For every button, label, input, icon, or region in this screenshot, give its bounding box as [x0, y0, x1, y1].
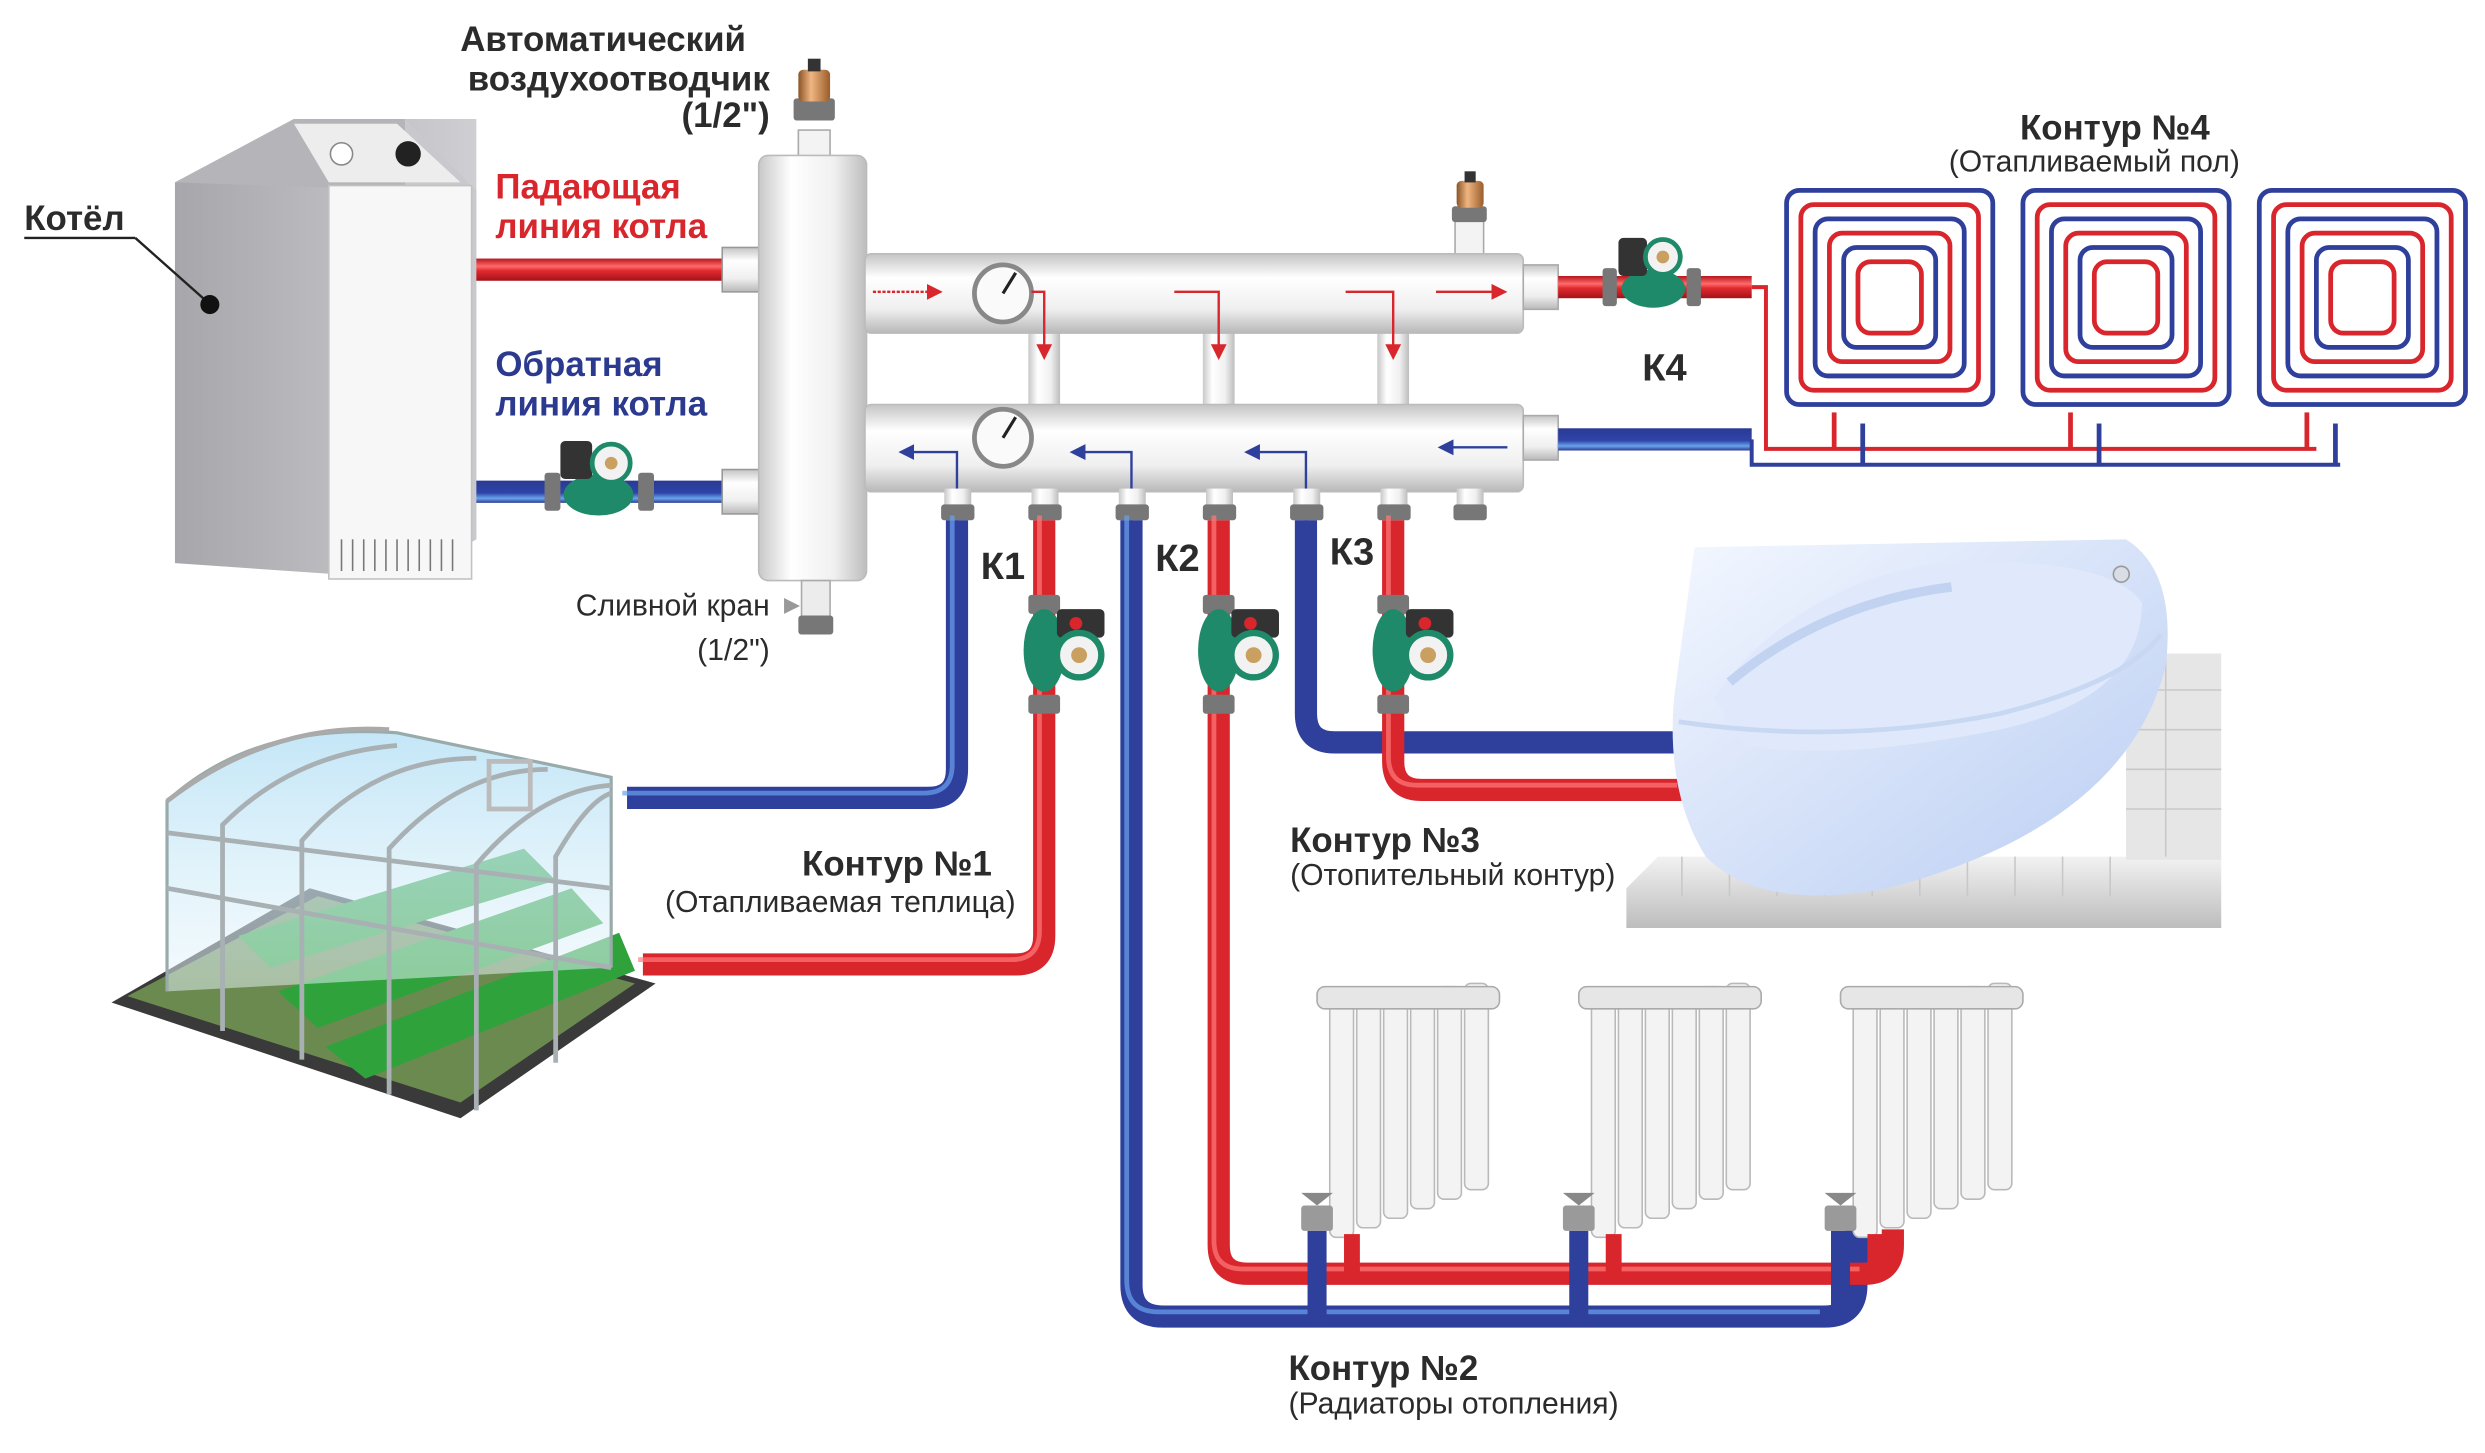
pump-label-k4: К4: [1642, 348, 1686, 390]
radiator-valve-icon: [1301, 1205, 1333, 1231]
circuit-4-subtitle: (Отапливаемый пол): [1949, 145, 2240, 178]
k4-return-pipe: [1558, 428, 1752, 451]
drain-valve-size: (1/2"): [697, 634, 770, 667]
k1-return-pipe: [627, 520, 969, 809]
boiler-return-pump: [544, 440, 655, 516]
pipe-highlight: [1211, 515, 1860, 1272]
pump-label-k3: К3: [1330, 532, 1374, 574]
drain-valve: [784, 579, 834, 635]
floor-coil-2: [2020, 187, 2232, 465]
supply-flow-arrows: [872, 283, 1508, 361]
radiator-3: [1824, 982, 2024, 1317]
pipe-highlight: [638, 515, 1042, 963]
pipe-fitting: [721, 468, 763, 515]
radiator-valve-icon: [1562, 1205, 1595, 1231]
radiators: [1301, 982, 2024, 1317]
floor-return-header: [1749, 439, 2341, 467]
floor-coil-1: [1784, 187, 1996, 465]
supply-manifold: [864, 253, 1525, 334]
boiler-callout: Котёл: [24, 199, 220, 315]
boiler-gauge-icon: [329, 141, 354, 166]
drain-valve-label: Сливной кран: [576, 589, 770, 622]
circuit-4-title: Контур №4: [2020, 109, 2210, 148]
k1-supply-pipe: [642, 520, 1056, 976]
radiator-1: [1301, 982, 1501, 1317]
circuit-2-title: Контур №2: [1289, 1349, 1479, 1388]
air-vent-label-1: Автоматический: [460, 20, 746, 59]
radiator-valve-icon: [1824, 1205, 1857, 1231]
manifold-air-vent: [1451, 171, 1487, 260]
k2-supply-pipe: [1207, 520, 1904, 1285]
supply-line-label-2: линия котла: [495, 207, 707, 246]
manifold-outlets: [944, 488, 1484, 508]
pipe-fitting: [1522, 264, 1559, 311]
return-thermometer-gauge: [972, 406, 1034, 469]
radiator-2: [1562, 982, 1762, 1317]
circuit-3-title: Контур №3: [1290, 821, 1480, 860]
k3-return-pipe: [1294, 520, 1682, 754]
floor-supply-header: [1751, 285, 2317, 451]
return-line-label-2: линия котла: [495, 385, 707, 424]
hydraulic-separator: [757, 154, 868, 582]
pipe-fitting: [721, 246, 763, 293]
pump-label-k1: К1: [981, 546, 1025, 588]
pump-k3: [1372, 594, 1454, 714]
return-manifold: [864, 403, 1525, 493]
k2-return-pipe: [1120, 520, 1868, 1328]
pipe-highlight: [1124, 515, 1820, 1315]
supply-line-label-1: Падающая: [495, 167, 680, 206]
air-vent-size: (1/2"): [682, 96, 770, 135]
air-vent-top: [793, 58, 835, 166]
boiler-knob-icon: [395, 141, 421, 167]
floor-coil-3: [2256, 187, 2468, 465]
greenhouse: [111, 726, 656, 1119]
corner-bathtub: [1672, 539, 2168, 896]
circuit-1-subtitle: (Отапливаемая теплица): [665, 886, 1016, 919]
return-line-label-1: Обратная: [495, 345, 662, 384]
boiler-label: Котёл: [24, 199, 124, 238]
air-vent-label-2: воздухоотводчик: [468, 59, 771, 98]
circuit-2-subtitle: (Радиаторы отопления): [1289, 1387, 1619, 1420]
underfloor-heating-coils: [1749, 187, 2468, 467]
pump-k1: [1023, 594, 1105, 714]
outlet-nuts: [941, 504, 1487, 521]
pump-label-k2: К2: [1155, 538, 1199, 580]
circuit-1-title: Контур №1: [802, 845, 992, 884]
pipe-fitting: [1522, 414, 1559, 461]
boiler: [174, 118, 477, 580]
pump-k4: [1602, 237, 1701, 308]
boiler-supply-pipe: [476, 258, 747, 281]
pipe-highlight: [622, 515, 955, 796]
pump-k2: [1198, 594, 1279, 714]
pipe-highlight: [1386, 515, 1678, 788]
circuit-3-subtitle: (Отопительный контур): [1290, 859, 1615, 892]
supply-thermometer-gauge: [972, 262, 1034, 325]
